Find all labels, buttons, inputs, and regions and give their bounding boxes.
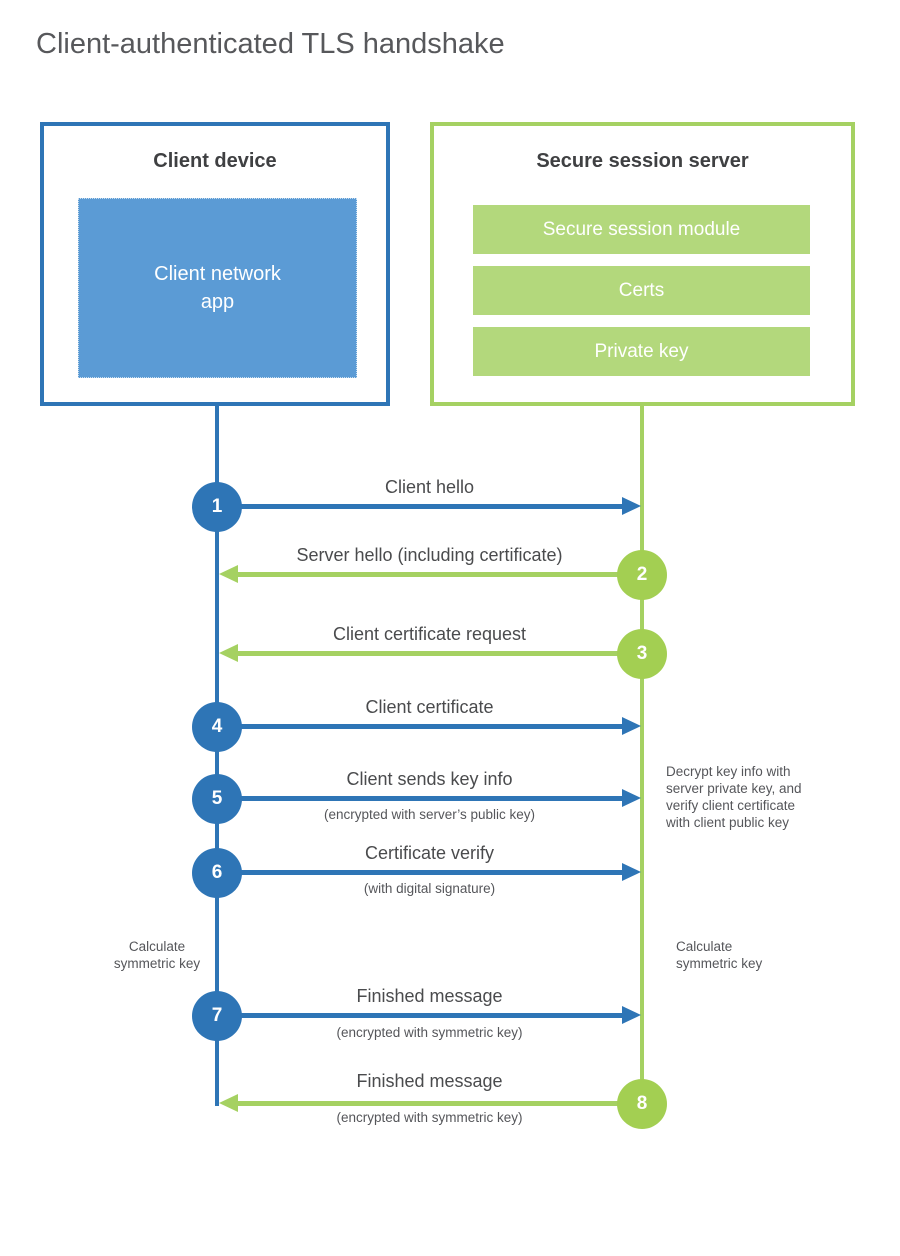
step-4-label: Client certificate (365, 697, 494, 717)
step-6-label: Certificate verify (364, 843, 495, 863)
server-box: Secure session server Secure session mod… (430, 122, 855, 406)
arrowhead-left-icon (219, 644, 238, 662)
calculate-symmetric-key-client: Calculate symmetric key (113, 939, 201, 971)
decrypt-key-note: Decrypt key info with server private key… (666, 764, 802, 830)
page-title: Client-authenticated TLS handshake (36, 28, 505, 60)
step-8-arrow-line (237, 1101, 642, 1106)
arrowhead-right-icon (622, 789, 641, 807)
client-device-title: Client device (153, 150, 277, 172)
step-3-label: Client certificate request (332, 624, 527, 644)
server-module-secure-session: Secure session module (473, 205, 810, 254)
step-8-label: Finished message (356, 1071, 503, 1091)
step-2-arrow-line (237, 572, 642, 577)
step-6-arrow-line (217, 870, 622, 875)
step-7-sublabel: (encrypted with symmetric key) (336, 1025, 523, 1040)
step-2-badge: 2 (617, 550, 667, 600)
step-5-badge: 5 (192, 774, 242, 824)
arrowhead-left-icon (219, 565, 238, 583)
server-module-certs: Certs (473, 266, 810, 315)
step-6-badge: 6 (192, 848, 242, 898)
step-5-arrow-line (217, 796, 622, 801)
step-4-arrow-line (217, 724, 622, 729)
step-6-sublabel: (with digital signature) (363, 881, 496, 896)
step-3-arrow-line (237, 651, 642, 656)
arrowhead-right-icon (622, 863, 641, 881)
server-module-private-key: Private key (473, 327, 810, 376)
client-device-box: Client device Client network app (40, 122, 390, 406)
arrowhead-left-icon (219, 1094, 238, 1112)
calculate-symmetric-key-server: Calculate symmetric key (676, 939, 763, 971)
step-1-arrow-line (217, 504, 622, 509)
step-4-badge: 4 (192, 702, 242, 752)
server-lifeline (640, 404, 644, 1106)
step-1-badge: 1 (192, 482, 242, 532)
step-7-badge: 7 (192, 991, 242, 1041)
arrowhead-right-icon (622, 1006, 641, 1024)
arrowhead-right-icon (622, 717, 641, 735)
client-network-app-box: Client network app (78, 198, 357, 378)
step-8-badge: 8 (617, 1079, 667, 1129)
step-8-sublabel: (encrypted with symmetric key) (336, 1110, 523, 1125)
client-lifeline (215, 404, 219, 1106)
step-5-label: Client sends key info (346, 769, 513, 789)
step-1-label: Client hello (384, 477, 475, 497)
step-7-arrow-line (217, 1013, 622, 1018)
server-box-title: Secure session server (536, 150, 749, 172)
step-5-sublabel: (encrypted with server’s public key) (323, 807, 536, 822)
step-7-label: Finished message (356, 986, 503, 1006)
step-2-label: Server hello (including certificate) (296, 545, 563, 565)
step-3-badge: 3 (617, 629, 667, 679)
arrowhead-right-icon (622, 497, 641, 515)
